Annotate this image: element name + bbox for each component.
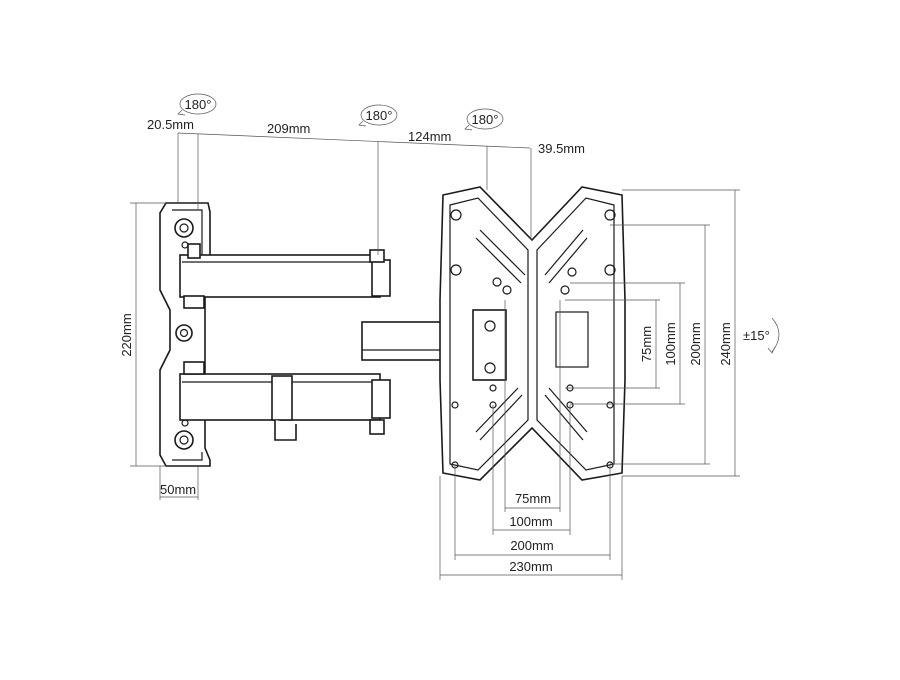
right-dimension: [565, 189, 740, 477]
rotation-180-icon: [464, 108, 504, 131]
dim-label: 75mm: [639, 326, 654, 362]
lower-arm: [179, 361, 391, 441]
wall-plate: [159, 202, 211, 467]
top-dimension: [177, 132, 532, 255]
dim-label: 124mm: [408, 129, 451, 144]
dim-label: 240mm: [718, 322, 733, 365]
bottom-dimension: [439, 300, 623, 580]
dim-label: 230mm: [509, 559, 552, 574]
rotation-label: 180°: [366, 108, 393, 123]
dim-label: 50mm: [160, 482, 196, 497]
rotation-180-icon: [177, 93, 217, 116]
rotation-label: 180°: [185, 97, 212, 112]
dim-label: 209mm: [267, 121, 310, 136]
upper-arm: [179, 243, 391, 309]
rotation-180-icon: [358, 104, 398, 127]
dim-label: 100mm: [663, 322, 678, 365]
dim-label: 200mm: [510, 538, 553, 553]
dim-label: 200mm: [688, 322, 703, 365]
tilt-icon: [767, 317, 780, 354]
left-dimension: [130, 202, 199, 500]
dim-label: 75mm: [515, 491, 551, 506]
dim-label: 20.5mm: [147, 117, 194, 132]
dim-label: 39.5mm: [538, 141, 585, 156]
vesa-plate: [439, 186, 626, 481]
tilt-label: ±15°: [743, 328, 770, 343]
dim-label: 100mm: [509, 514, 552, 529]
dim-label: 220mm: [119, 313, 134, 356]
rotation-label: 180°: [472, 112, 499, 127]
